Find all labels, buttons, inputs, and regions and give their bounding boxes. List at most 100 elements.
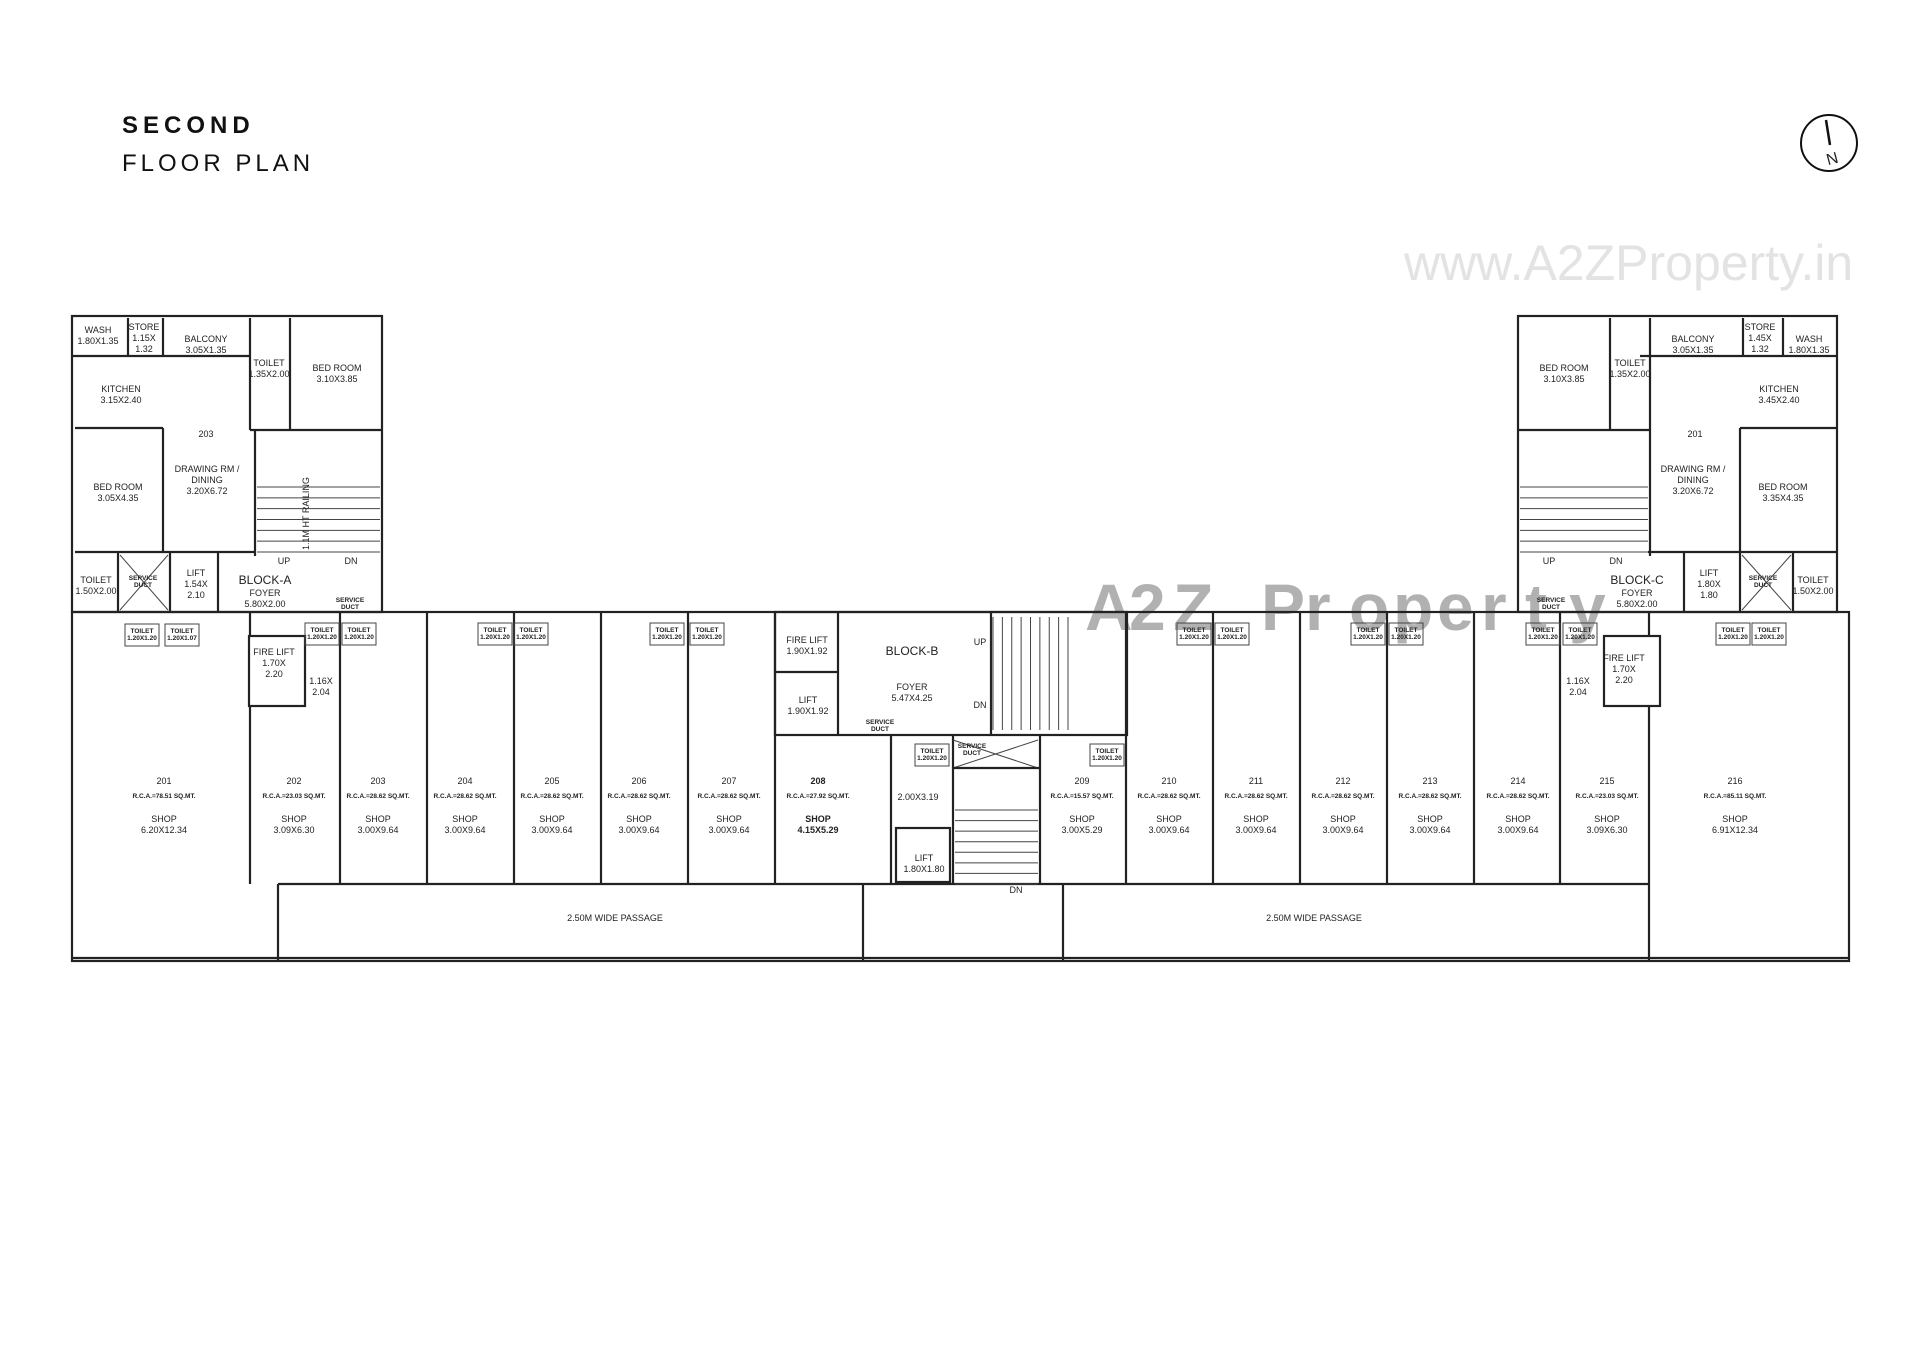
shop-toilet-label-text: TOILET <box>1096 748 1119 755</box>
staircase <box>257 486 380 553</box>
room-label-left-text: STORE <box>129 322 160 332</box>
shop-text: R.C.A.=23.03 SQ.MT. <box>1575 793 1638 800</box>
room-label-right-text: 3.05X1.35 <box>1672 345 1713 355</box>
room-label-right-text: FOYER <box>1621 588 1653 598</box>
toilet-room <box>1176 622 1212 646</box>
block-b-label: BLOCK-B <box>886 644 939 658</box>
room-label-left-text: 1.70X <box>262 658 286 668</box>
room-label-left-text: LIFT <box>187 568 206 578</box>
shop-text: 211 <box>1249 776 1263 786</box>
toilet-room <box>164 623 200 647</box>
shop-text: 3.00X9.64 <box>1497 825 1538 835</box>
shop-text: SHOP <box>1330 814 1356 824</box>
shop-toilet-label-text: TOILET <box>1357 627 1380 634</box>
block-b-label-text: BLOCK-B <box>886 644 939 658</box>
room-label-left-text: FOYER <box>249 588 281 598</box>
toilet-room <box>914 743 950 767</box>
room-label-right-text: DUCT <box>1754 582 1772 589</box>
shop-toilet-label-text: TOILET <box>520 627 543 634</box>
room-label-right-text: BED ROOM <box>1539 363 1588 373</box>
logo-letter: p <box>1393 570 1433 644</box>
room-label-left-text: 2.04 <box>312 687 330 697</box>
room-label-center-text: DUCT <box>963 750 981 757</box>
room-label-right: UP <box>1543 556 1556 566</box>
shop-text: 3.00X9.64 <box>444 825 485 835</box>
toilet-room <box>513 622 549 646</box>
logo-letter: 2 <box>1129 570 1166 644</box>
room-label-right-text: DRAWING RM / <box>1661 464 1726 474</box>
watermark: www.A2ZProperty.in <box>1404 235 1854 291</box>
toilet-room <box>1562 622 1598 646</box>
shop-toilet-label-text: 1.20X1.20 <box>1092 755 1122 762</box>
room-label-right-text: 201 <box>1687 429 1702 439</box>
room-label-left-text: DUCT <box>134 582 152 589</box>
shop-text: SHOP <box>1243 814 1269 824</box>
room-label-right-text: 1.80 <box>1700 590 1718 600</box>
room-label-left-text: WASH <box>85 325 112 335</box>
shop-text: 3.00X9.64 <box>1409 825 1450 835</box>
toilet-room <box>1214 622 1250 646</box>
shop-toilet-label-text: 1.20X1.20 <box>1528 634 1558 641</box>
shop-text: 4.15X5.29 <box>797 825 838 835</box>
shop-text: R.C.A.=28.62 SQ.MT. <box>1486 793 1549 800</box>
room-label-right-text: 5.80X2.00 <box>1616 599 1657 609</box>
shop-text: R.C.A.=28.62 SQ.MT. <box>433 793 496 800</box>
room-label-right-text: SERVICE <box>1749 575 1778 582</box>
logo-letter: r <box>1305 570 1331 644</box>
room-label-center-text: FIRE LIFT <box>786 635 828 645</box>
room-label-left-text: BED ROOM <box>312 363 361 373</box>
room-label-right-text: DUCT <box>1542 604 1560 611</box>
passage-label-right: 2.50M WIDE PASSAGE <box>1266 913 1362 923</box>
room-label-right-text: 1.80X <box>1697 579 1721 589</box>
shop-text: 201 <box>156 776 171 786</box>
shop-text: SHOP <box>716 814 742 824</box>
room-label-right-text: BALCONY <box>1671 334 1714 344</box>
shop-text: 215 <box>1599 776 1614 786</box>
shop-toilet-label-text: TOILET <box>131 628 154 635</box>
logo-letter: t <box>1525 570 1547 644</box>
shop-toilet-label-text: TOILET <box>1722 627 1745 634</box>
shop-text: 3.09X6.30 <box>1586 825 1627 835</box>
shop-text: 3.00X5.29 <box>1061 825 1102 835</box>
plan-title: SECOND <box>122 112 255 139</box>
room-label-right-text: DN <box>1610 556 1623 566</box>
room-label-left-text: 1.80X1.35 <box>77 336 118 346</box>
room-label-left-text: KITCHEN <box>101 384 141 394</box>
shop-text: SHOP <box>1069 814 1095 824</box>
shop-toilet-label-text: 1.20X1.20 <box>127 635 157 642</box>
shop-text: R.C.A.=28.62 SQ.MT. <box>520 793 583 800</box>
room-label-left-text: 1.32 <box>135 344 153 354</box>
shop-text: 3.00X9.64 <box>357 825 398 835</box>
room-label-right-text: LIFT <box>1700 568 1719 578</box>
toilet-room <box>689 622 725 646</box>
shop-text: 6.91X12.34 <box>1712 825 1758 835</box>
shop-text: 3.09X6.30 <box>273 825 314 835</box>
shop-toilet-label-text: TOILET <box>1569 627 1592 634</box>
room-label-center-text: SERVICE <box>958 743 987 750</box>
room-label-left: DN <box>345 556 358 566</box>
room-label-center-text: 1.90X1.92 <box>786 646 827 656</box>
toilet-room <box>304 622 340 646</box>
room-label-left-text: 3.05X4.35 <box>97 493 138 503</box>
room-label-right-text: SERVICE <box>1537 597 1566 604</box>
room-label-left: UP <box>278 556 291 566</box>
shop-toilet-label-text: 1.20X1.20 <box>1718 634 1748 641</box>
